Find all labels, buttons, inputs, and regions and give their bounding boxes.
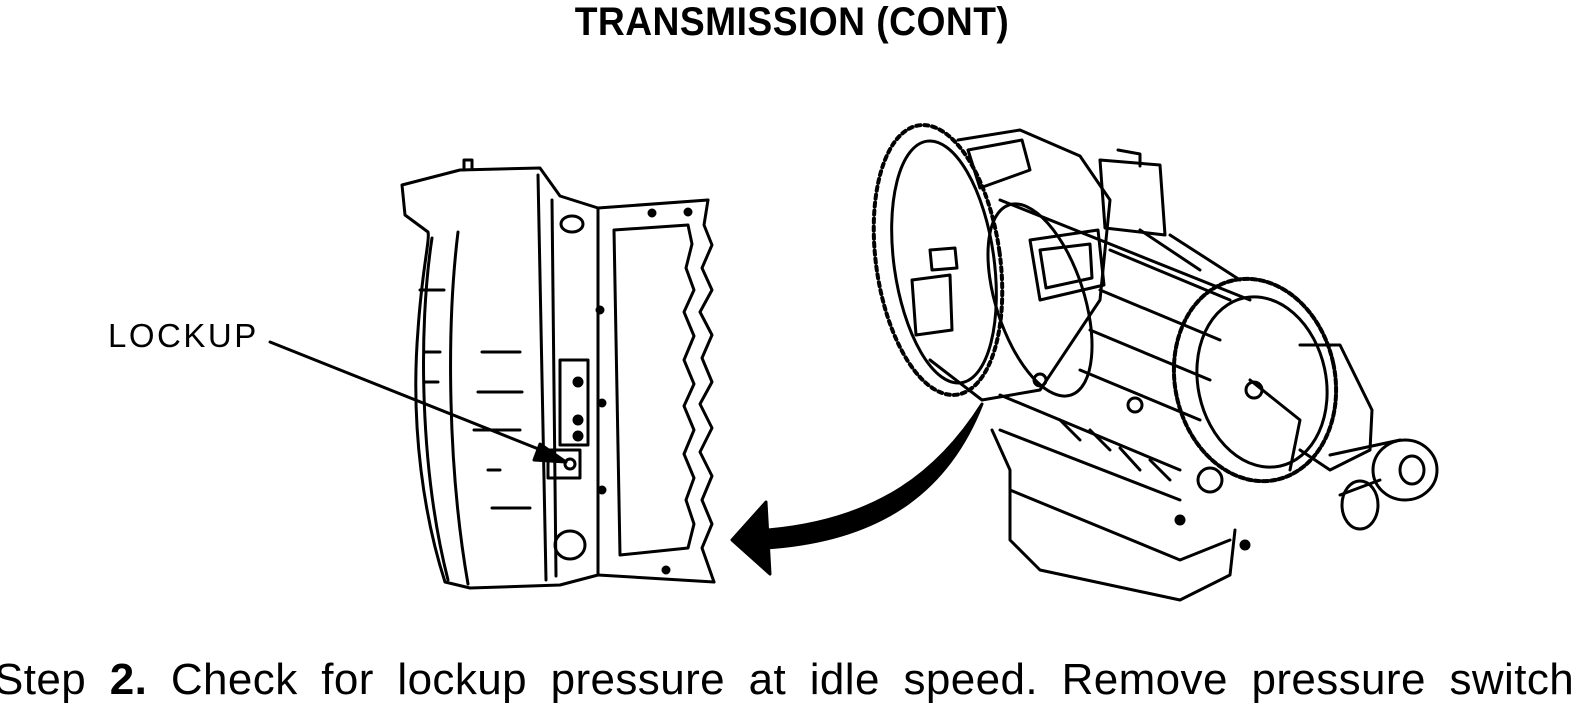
direction-arrow (730, 402, 984, 576)
step-body: Check for lockup pressure at idle speed.… (170, 655, 1575, 704)
transmission-assembly (871, 123, 1439, 602)
housing-detail-view (400, 158, 716, 590)
page-title: TRANSMISSION (CONT) (574, 0, 1010, 44)
transmission-illustration: LOCKUP (108, 123, 1439, 602)
step-number: 2. (109, 655, 148, 704)
step-instruction: Step 2. Check for lockup pressure at idl… (0, 652, 1574, 708)
lockup-callout-label: LOCKUP (108, 317, 259, 354)
step-prefix: Step (0, 655, 87, 704)
lockup-leader-line (268, 340, 568, 464)
